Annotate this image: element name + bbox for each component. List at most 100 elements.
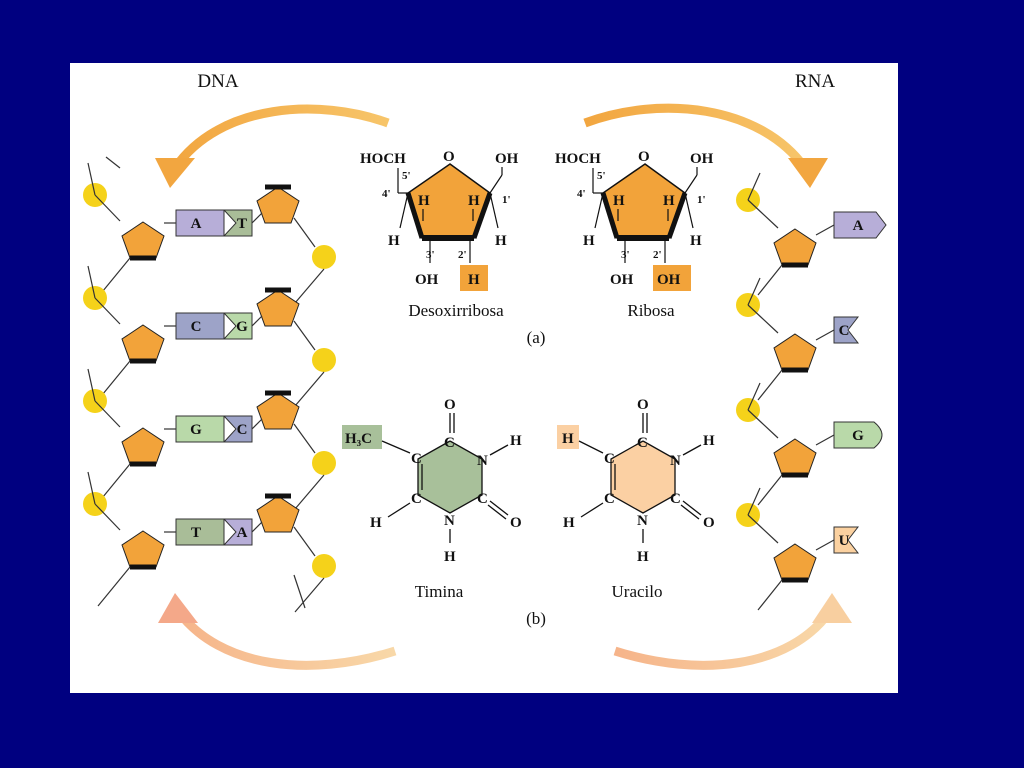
uracil-c5: C <box>604 451 615 467</box>
dna-left-sugar <box>121 530 165 568</box>
dna-right-sugar <box>256 392 300 430</box>
deoxy-h-c1: H <box>495 233 507 249</box>
uracil-o4: O <box>637 397 649 413</box>
arrow-bottom-left <box>158 593 397 670</box>
thymine-o2: O <box>510 515 522 531</box>
rna-sugar <box>773 543 817 581</box>
rna-title: RNA <box>795 71 835 92</box>
uracil-h6: H <box>563 515 575 531</box>
thymine-h1: H <box>444 549 456 565</box>
rna-base-label: U <box>839 533 850 549</box>
ribose-h-c1: H <box>690 233 702 249</box>
dna-base-left-label: A <box>191 216 202 232</box>
ribose-c1-label: 1' <box>697 194 706 206</box>
dna-right-phosphate <box>312 451 336 475</box>
thymine-structure: H₃C C C O N H C O N H C H Timina <box>342 397 522 601</box>
rna-base <box>833 316 860 344</box>
thymine-c4: C <box>444 435 455 451</box>
rna-base-label: A <box>853 218 864 234</box>
rna-single-strand: A C G U <box>736 172 887 611</box>
rna-sugar <box>773 438 817 476</box>
thymine-n3: N <box>477 453 488 469</box>
deoxy-2prime-highlight <box>460 265 488 291</box>
rna-sugar <box>773 333 817 371</box>
ribose-structure: HOCH 5' O OH 4' 1' H H H H 3' 2' OH OH R… <box>555 149 714 320</box>
part-b-label: (b) <box>526 609 546 628</box>
deoxy-hoch: HOCH <box>360 151 406 167</box>
dna-base-left <box>175 209 225 237</box>
deoxy-oh-c3: OH <box>415 272 439 288</box>
thymine-c6: C <box>411 491 422 507</box>
ribose-oh-c1: OH <box>690 151 714 167</box>
uracil-n1: N <box>637 513 648 529</box>
deoxyribose-label: Desoxirribosa <box>408 301 504 320</box>
thymine-n1: N <box>444 513 455 529</box>
deoxyribose-structure: HOCH 5' O OH 4' 1' H H H H 3' 2' OH H De… <box>360 149 519 320</box>
thymine-h6: H <box>370 515 382 531</box>
deoxy-2prime-h: H <box>468 272 480 288</box>
dna-base-left-label: T <box>191 525 201 541</box>
deoxy-h-c4: H <box>388 233 400 249</box>
ribose-oh-c3: OH <box>610 272 634 288</box>
dna-base-left <box>175 312 225 340</box>
dna-right-sugar <box>256 495 300 533</box>
dna-base-right-label: T <box>237 216 247 232</box>
uracil-h1: H <box>637 549 649 565</box>
ribose-h-inner-right: H <box>663 193 675 209</box>
ribose-c4-label: 4' <box>577 188 586 200</box>
dna-left-sugar <box>121 221 165 259</box>
part-a-label: (a) <box>527 328 546 347</box>
uracil-n3: N <box>670 453 681 469</box>
deoxy-h-inner-left: H <box>418 193 430 209</box>
rna-base <box>833 211 887 239</box>
ribose-ring-o: O <box>638 149 650 165</box>
dna-left-sugar <box>121 324 165 362</box>
thymine-label: Timina <box>415 582 464 601</box>
dna-right-phosphate <box>312 554 336 578</box>
uracil-c4: C <box>637 435 648 451</box>
rna-base-label: G <box>852 428 864 444</box>
thymine-methyl-highlight <box>342 425 382 449</box>
deoxy-c2-label: 2' <box>458 249 467 261</box>
ribose-c5-label: 5' <box>597 170 606 182</box>
uracil-h3: H <box>703 433 715 449</box>
dna-base-right-label: A <box>237 525 248 541</box>
deoxy-c5-label: 5' <box>402 170 411 182</box>
deoxy-c4-label: 4' <box>382 188 391 200</box>
ribose-2prime-highlight <box>653 265 691 291</box>
dna-right-sugar <box>256 186 300 224</box>
uracil-h5-highlight <box>557 425 579 449</box>
dna-base-left-label: G <box>190 422 202 438</box>
dna-right-sugar <box>256 289 300 327</box>
arrow-top-left <box>155 104 390 188</box>
rna-base <box>833 421 883 449</box>
uracil-structure: H C C O N H C O N H C H Uracilo <box>557 397 715 601</box>
deoxy-c1-label: 1' <box>502 194 511 206</box>
thymine-c5: C <box>411 451 422 467</box>
thymine-ring <box>418 441 482 513</box>
dna-left-sugar <box>121 427 165 465</box>
uracil-c2: C <box>670 491 681 507</box>
dna-base-left-label: C <box>191 319 202 335</box>
dna-base-right <box>222 312 253 340</box>
uracil-c6: C <box>604 491 615 507</box>
uracil-ring <box>611 441 675 513</box>
rna-sugar <box>773 228 817 266</box>
dna-right-phosphate <box>312 348 336 372</box>
dna-base-right <box>222 415 253 443</box>
dna-right-phosphate <box>312 245 336 269</box>
arrow-top-right <box>583 103 828 188</box>
dna-base-left <box>175 415 225 443</box>
ribose-c2-label: 2' <box>653 249 662 261</box>
arrow-bottom-right <box>613 593 852 670</box>
ribose-h-inner-left: H <box>613 193 625 209</box>
uracil-label: Uracilo <box>612 582 663 601</box>
deoxy-h-inner-right: H <box>468 193 480 209</box>
ribose-hoch: HOCH <box>555 151 601 167</box>
rna-base-label: C <box>839 323 850 339</box>
thymine-methyl: H₃C <box>345 431 372 447</box>
uracil-o2: O <box>703 515 715 531</box>
